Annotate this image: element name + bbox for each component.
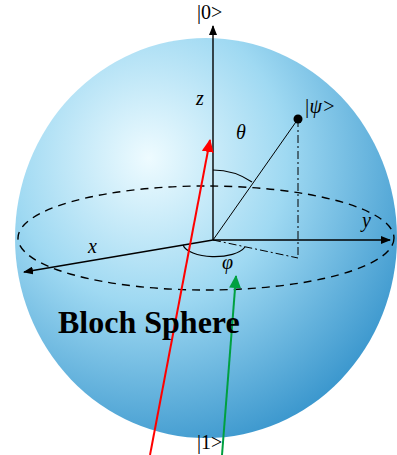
state-point	[294, 115, 303, 124]
axis-label: x	[88, 236, 97, 256]
sphere	[15, 38, 397, 438]
projection-line	[298, 119, 299, 258]
axis-label: z	[196, 88, 204, 108]
angle-label: θ	[236, 122, 246, 142]
theta-arc	[213, 170, 252, 182]
red-arrow	[150, 140, 210, 455]
basis-label: |0>	[197, 2, 222, 22]
state-label: |ψ>	[304, 96, 335, 116]
basis-label: |1>	[197, 432, 222, 452]
title-text: Bloch Sphere	[58, 306, 240, 338]
axis-label: y	[362, 210, 371, 230]
x-axis	[24, 240, 213, 272]
phi-arc	[183, 245, 245, 257]
equator	[18, 186, 394, 290]
angle-label: φ	[222, 252, 233, 272]
y-axis	[213, 239, 390, 240]
state-vector	[213, 119, 298, 240]
green-arrow	[222, 276, 236, 455]
z-axis	[212, 26, 213, 240]
